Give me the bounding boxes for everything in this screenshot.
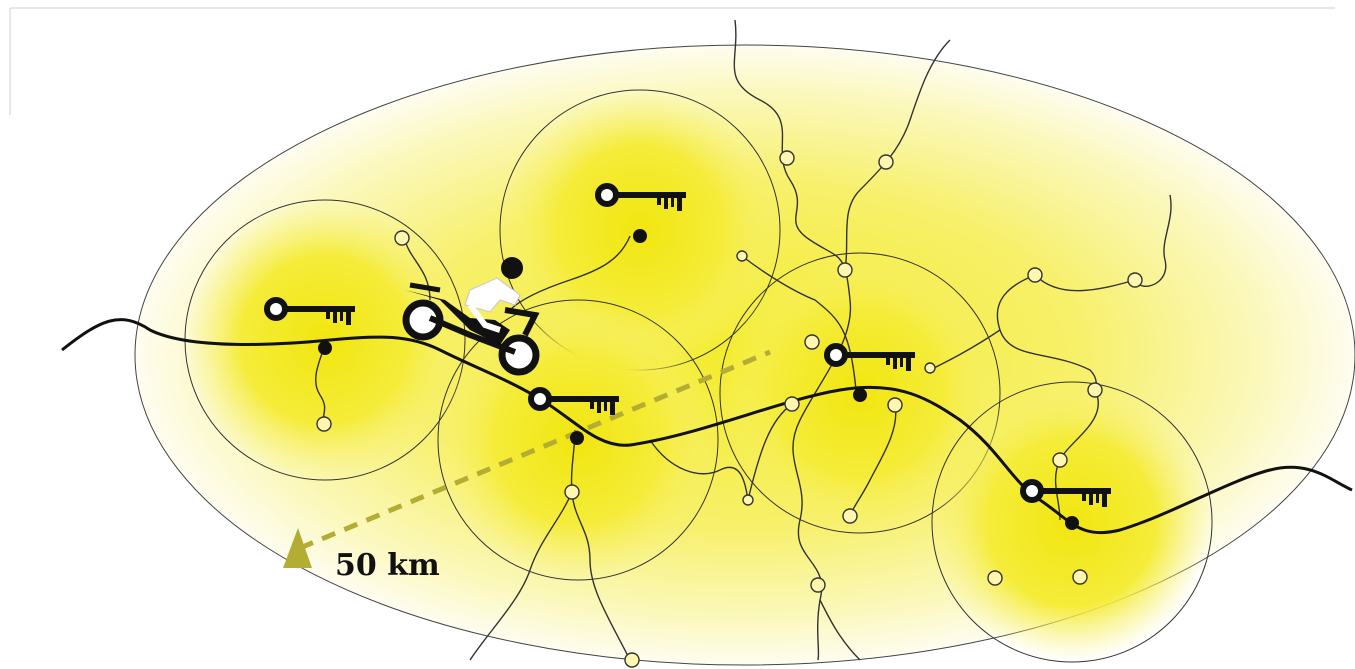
waypoint-circle-icon: [779, 150, 795, 166]
location-dots: [318, 229, 1079, 530]
waypoint-circle-icon: [1087, 382, 1103, 398]
waypoint-circle-icon: [887, 397, 903, 413]
waypoint-circle-icon: [784, 396, 800, 412]
waypoint-circle-icon: [1072, 569, 1088, 585]
waypoint-circle-icon: [1052, 452, 1068, 468]
waypoint-circle-icon: [842, 508, 858, 524]
waypoint-circle-icon: [804, 334, 820, 350]
waypoint-circle-icon: [624, 652, 640, 668]
waypoint-circle-icon: [394, 230, 410, 246]
waypoint-circle-icon: [987, 570, 1003, 586]
waypoint-circle-icon: [878, 154, 894, 170]
scale-line: [299, 349, 771, 551]
thin-roads: [315, 19, 1172, 661]
location-dot-icon: [853, 388, 867, 402]
location-dot-icon: [318, 341, 332, 355]
location-dot-icon: [570, 431, 584, 445]
location-dot-icon: [633, 229, 647, 243]
waypoint-circle-icon: [316, 416, 332, 432]
waypoint-circle-icon: [1127, 272, 1143, 288]
waypoint-circle-icon: [810, 577, 826, 593]
waypoint-circle-icon: [742, 494, 754, 506]
waypoint-circle-icon: [736, 250, 748, 262]
main-road: [61, 318, 1353, 535]
waypoints: [316, 150, 1143, 668]
motorcycle-rider-icon: [402, 257, 540, 376]
waypoint-circle-icon: [837, 262, 853, 278]
location-dot-icon: [1065, 516, 1079, 530]
waypoint-circle-icon: [924, 362, 936, 374]
waypoint-circle-icon: [564, 484, 580, 500]
waypoint-circle-icon: [1027, 267, 1043, 283]
scale-label: 50 km: [335, 548, 440, 583]
scale-marker-icon: [283, 528, 312, 568]
